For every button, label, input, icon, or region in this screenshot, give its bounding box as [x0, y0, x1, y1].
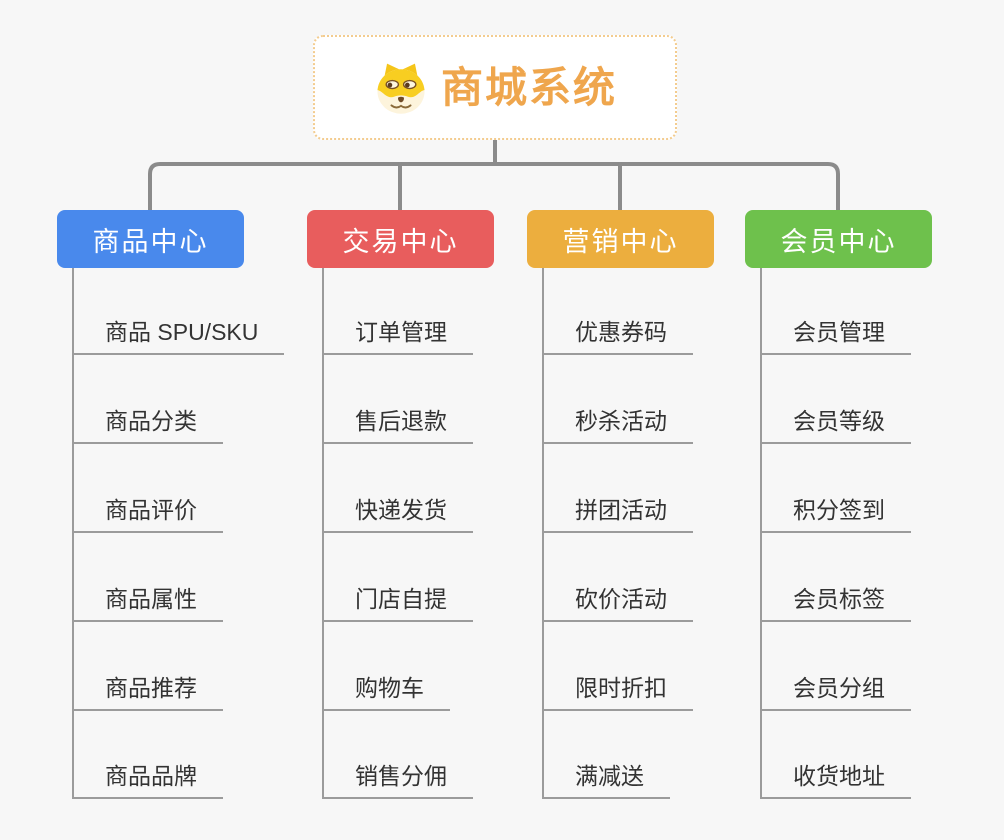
leaf-node[interactable]: 秒杀活动 — [542, 400, 693, 444]
leaf-node[interactable]: 会员等级 — [760, 400, 911, 444]
leaf-node[interactable]: 订单管理 — [322, 311, 473, 355]
leaf-node[interactable]: 商品 SPU/SKU — [72, 311, 285, 355]
branch-node-member-center[interactable]: 会员中心 — [745, 210, 932, 268]
branch-spine — [72, 268, 74, 799]
leaf-node[interactable]: 会员管理 — [760, 311, 911, 355]
leaf-node[interactable]: 满减送 — [542, 755, 670, 799]
leaf-node[interactable]: 商品属性 — [72, 578, 223, 622]
leaf-node[interactable]: 限时折扣 — [542, 667, 693, 711]
leaf-node[interactable]: 快递发货 — [322, 489, 473, 533]
branch-spine — [322, 268, 324, 799]
leaf-node[interactable]: 优惠券码 — [542, 311, 693, 355]
leaf-node[interactable]: 积分签到 — [760, 489, 911, 533]
leaf-node[interactable]: 购物车 — [322, 667, 450, 711]
leaf-node[interactable]: 会员标签 — [760, 578, 911, 622]
doge-icon — [373, 61, 429, 115]
leaf-node[interactable]: 拼团活动 — [542, 489, 693, 533]
leaf-node[interactable]: 销售分佣 — [322, 755, 473, 799]
branch-node-product-center[interactable]: 商品中心 — [57, 210, 244, 268]
branch-node-trade-center[interactable]: 交易中心 — [307, 210, 494, 268]
branch-spine — [542, 268, 544, 799]
leaf-node[interactable]: 售后退款 — [322, 400, 473, 444]
root-node[interactable]: 商城系统 — [313, 35, 677, 140]
leaf-node[interactable]: 砍价活动 — [542, 578, 693, 622]
leaf-node[interactable]: 门店自提 — [322, 578, 473, 622]
leaf-node[interactable]: 会员分组 — [760, 667, 911, 711]
leaf-node[interactable]: 商品推荐 — [72, 667, 223, 711]
leaf-node[interactable]: 收货地址 — [760, 755, 911, 799]
root-node-title: 商城系统 — [440, 63, 617, 111]
leaf-node[interactable]: 商品品牌 — [72, 755, 223, 799]
branch-node-marketing-center[interactable]: 营销中心 — [527, 210, 714, 268]
branch-spine — [760, 268, 762, 799]
leaf-node[interactable]: 商品评价 — [72, 489, 223, 533]
leaf-node[interactable]: 商品分类 — [72, 400, 223, 444]
